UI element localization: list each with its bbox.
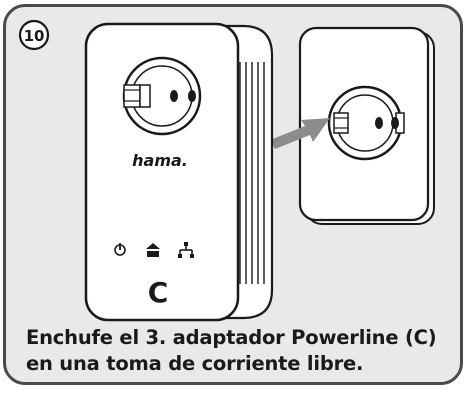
network-icon (178, 242, 194, 258)
plug-in-arrow (270, 118, 330, 149)
step-number: 10 (24, 27, 45, 45)
wall-socket (298, 26, 435, 225)
instruction-caption: Enchufe el 3. adaptador Powerline (C) en… (26, 325, 456, 377)
adapter-letter: C (148, 276, 169, 309)
cooling-ribs (239, 62, 265, 284)
home-icon (146, 243, 160, 257)
power-icon (114, 243, 126, 256)
caption-line-2: en una toma de corriente libre. (26, 352, 364, 375)
brand-logo: hama. (132, 151, 188, 170)
powerline-adapter: hama. C (84, 22, 274, 322)
step-number-badge: 10 (18, 19, 50, 51)
caption-line-1: Enchufe el 3. adaptador Powerline (C) (26, 326, 437, 349)
